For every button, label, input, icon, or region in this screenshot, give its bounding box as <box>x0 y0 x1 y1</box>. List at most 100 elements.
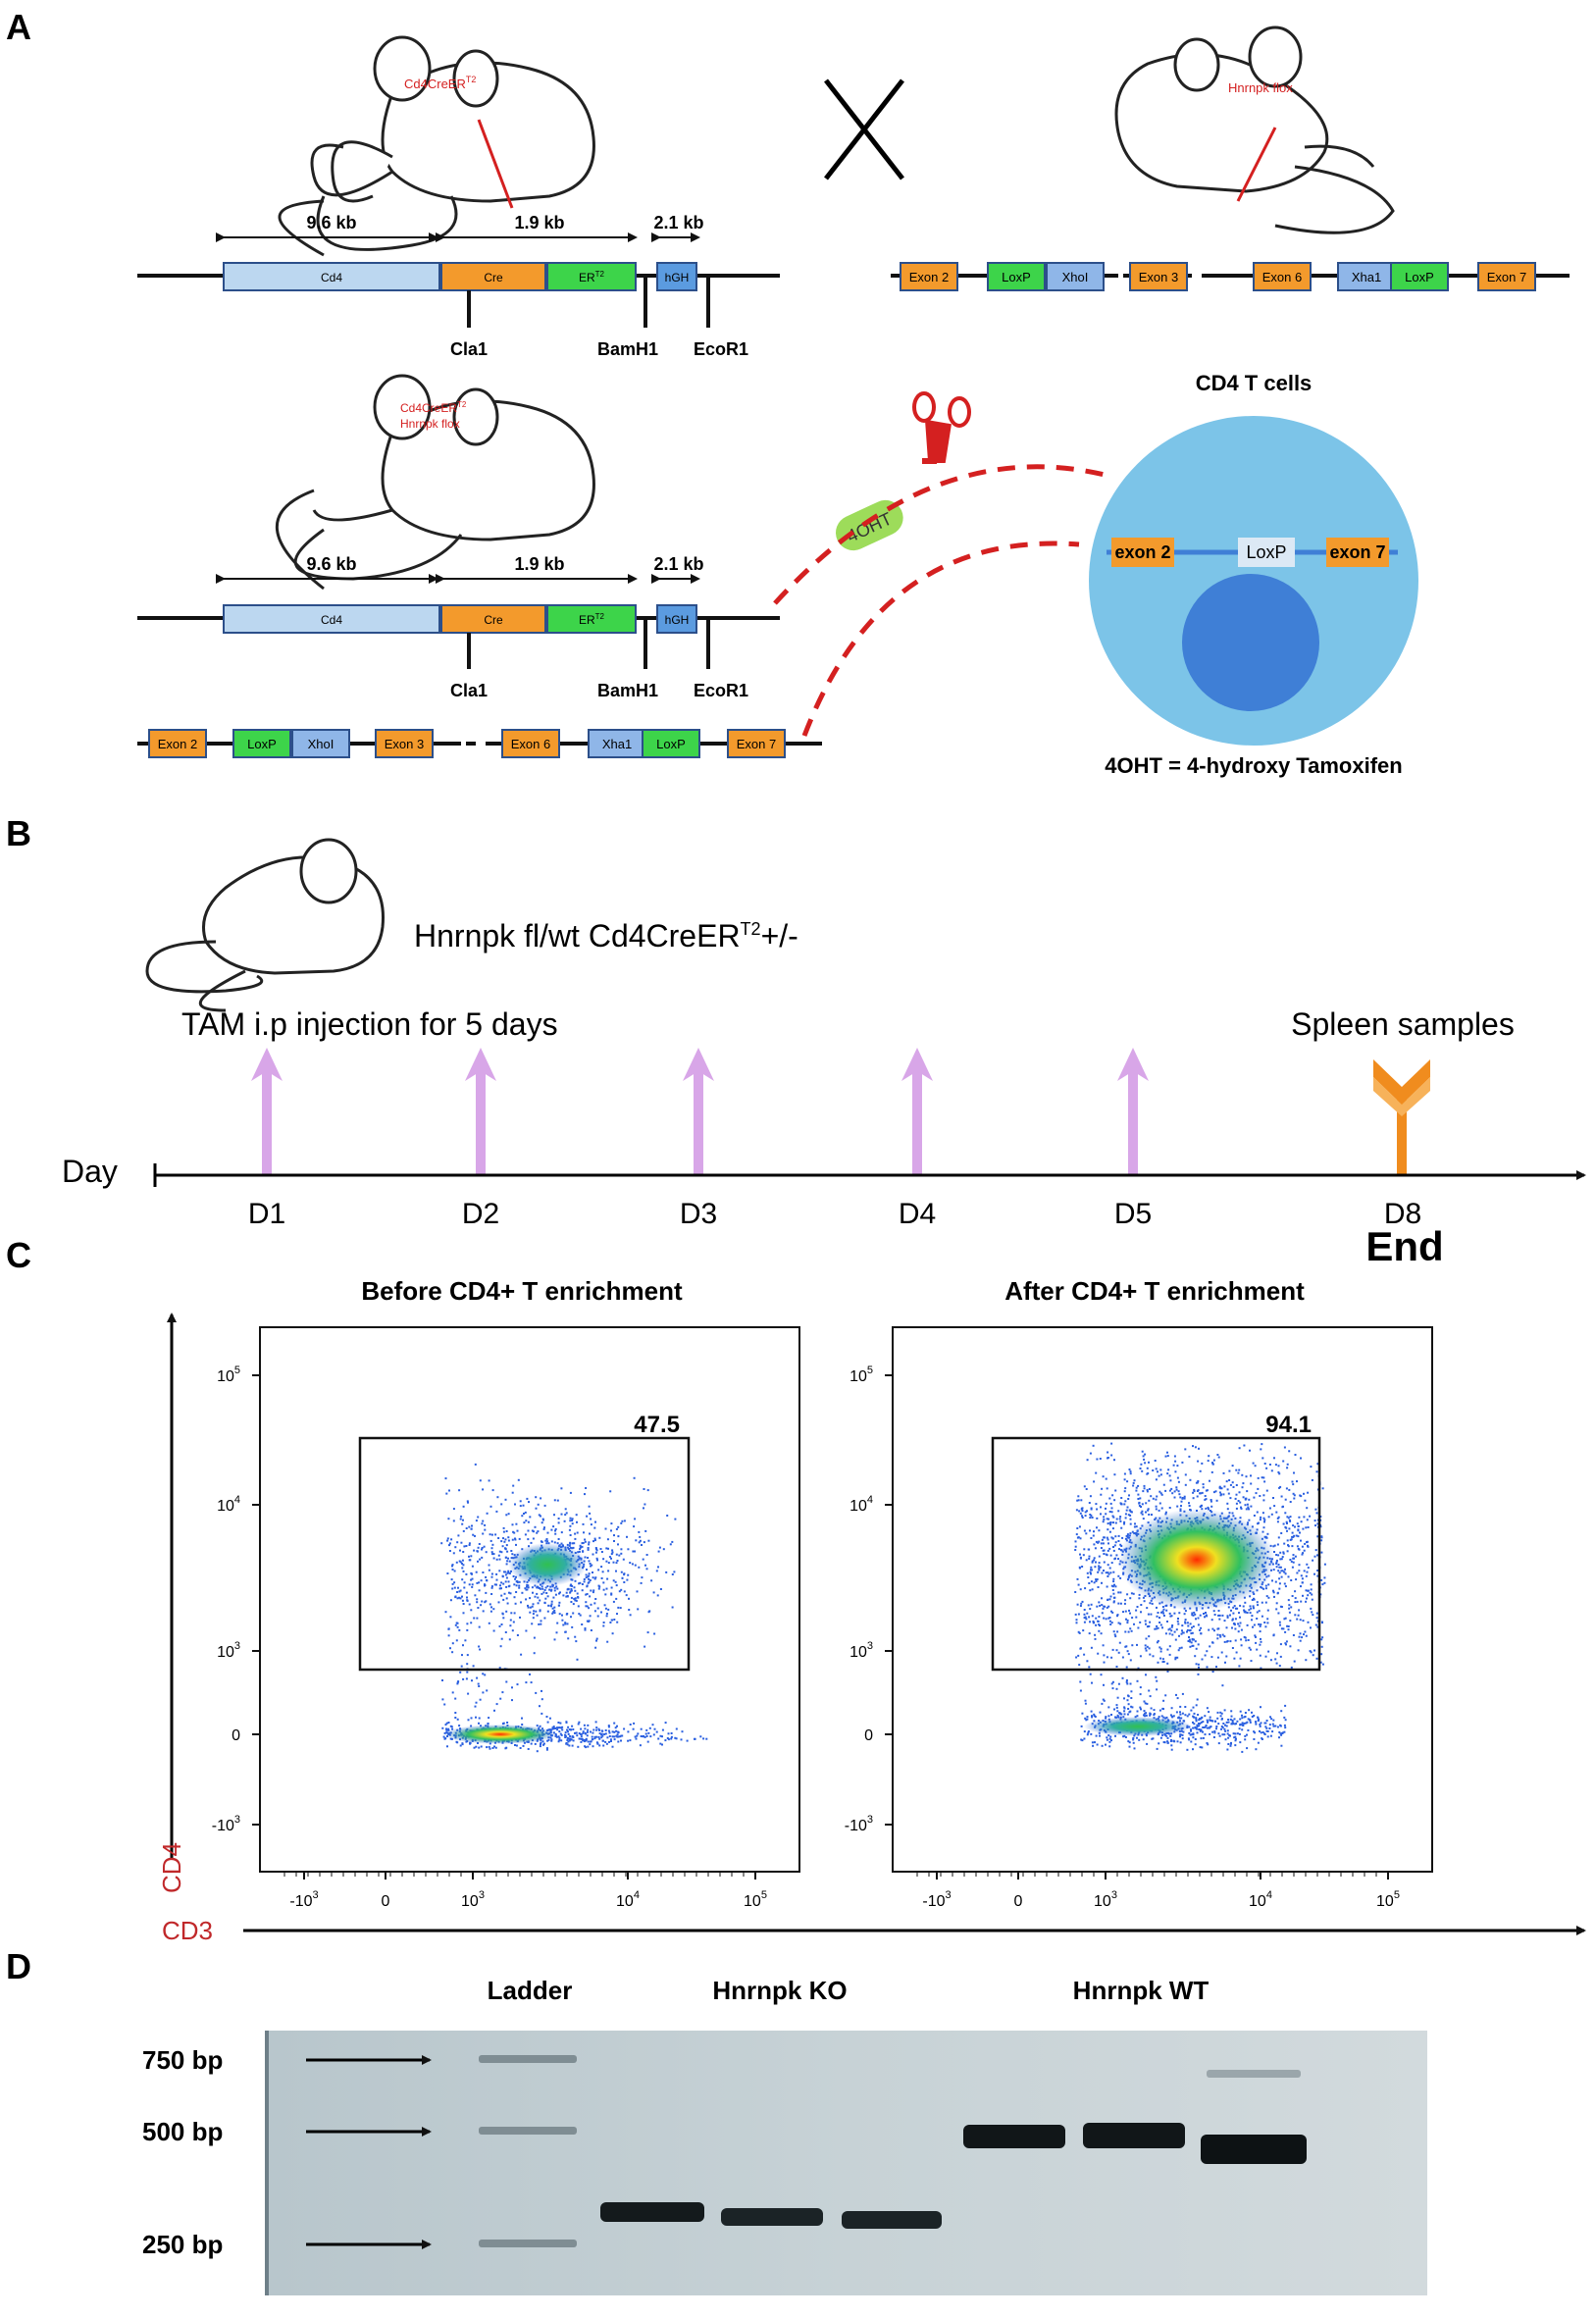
event-dot <box>1083 1529 1086 1532</box>
event-dot <box>1225 1725 1228 1727</box>
event-dot <box>1111 1494 1114 1497</box>
event-dot <box>1091 1741 1094 1744</box>
event-dot <box>1231 1626 1233 1629</box>
event-dot <box>1211 1462 1213 1465</box>
event-dot <box>1189 1733 1192 1736</box>
event-dot <box>542 1742 545 1745</box>
event-dot <box>550 1605 552 1608</box>
event-dot <box>1238 1468 1241 1471</box>
event-dot <box>1140 1463 1143 1466</box>
event-dot <box>1187 1624 1190 1627</box>
event-dot <box>1264 1587 1267 1590</box>
event-dot <box>1209 1732 1211 1735</box>
event-dot <box>616 1730 619 1733</box>
event-dot <box>465 1591 468 1594</box>
event-dot <box>1100 1674 1103 1676</box>
event-dot <box>1115 1706 1118 1709</box>
event-dot <box>1079 1553 1081 1556</box>
event-dot <box>1265 1720 1268 1722</box>
event-dot <box>1120 1526 1123 1529</box>
event-dot <box>557 1538 560 1540</box>
event-dot <box>1282 1552 1285 1555</box>
event-dot <box>1114 1541 1117 1544</box>
event-dot <box>1258 1623 1261 1625</box>
event-dot <box>1146 1702 1149 1705</box>
hgh-box-label-row2: hGH <box>665 613 690 627</box>
event-dot <box>1211 1671 1214 1674</box>
event-dot <box>1218 1485 1221 1488</box>
event-dot <box>615 1734 618 1737</box>
event-dot <box>1181 1497 1184 1499</box>
event-dot <box>1280 1627 1283 1630</box>
event-dot <box>598 1737 601 1740</box>
event-dot <box>479 1558 482 1561</box>
event-dot <box>1278 1621 1281 1623</box>
event-dot <box>1093 1480 1096 1483</box>
event-dot <box>1286 1463 1289 1466</box>
y-tick-label: 103 <box>217 1640 240 1661</box>
cross-icon <box>824 78 904 180</box>
event-dot <box>585 1737 588 1740</box>
event-dot <box>613 1738 616 1741</box>
event-dot <box>1261 1601 1263 1604</box>
event-dot <box>466 1654 469 1657</box>
event-dot <box>1110 1584 1113 1587</box>
event-dot <box>1105 1507 1107 1510</box>
event-dot <box>1300 1520 1303 1523</box>
event-dot <box>1079 1680 1082 1683</box>
event-dot <box>462 1603 465 1605</box>
event-dot <box>521 1724 524 1726</box>
event-dot <box>1243 1444 1246 1447</box>
event-dot <box>1156 1747 1158 1750</box>
day-label-D4: D4 <box>899 1198 936 1230</box>
event-dot <box>534 1595 537 1598</box>
event-dot <box>527 1606 530 1609</box>
event-dot <box>1299 1619 1302 1622</box>
event-dot <box>1260 1706 1261 1709</box>
event-dot <box>1120 1497 1123 1499</box>
event-dot <box>1254 1731 1257 1734</box>
event-dot <box>1151 1737 1154 1740</box>
event-dot <box>1167 1628 1170 1631</box>
day-label-D8: D8 <box>1384 1198 1421 1230</box>
event-dot <box>1089 1571 1092 1573</box>
event-dot <box>1301 1636 1304 1639</box>
event-dot <box>639 1539 642 1542</box>
event-dot <box>1112 1630 1115 1633</box>
event-dot <box>579 1581 582 1584</box>
event-dot <box>1294 1555 1297 1558</box>
scissors-icon <box>912 391 971 464</box>
event-dot <box>1292 1492 1295 1495</box>
flox-top-box-7 <box>1477 262 1536 291</box>
event-dot <box>1298 1609 1301 1612</box>
flox-bottom-box-3 <box>375 729 434 758</box>
event-dot <box>1246 1721 1249 1724</box>
event-dot <box>610 1740 612 1742</box>
event-dot <box>655 1570 658 1572</box>
event-dot <box>1226 1502 1229 1505</box>
event-dot <box>462 1505 465 1508</box>
event-dot <box>502 1582 505 1585</box>
event-dot <box>1180 1717 1183 1720</box>
event-dot <box>610 1586 613 1589</box>
event-dot <box>1320 1578 1323 1581</box>
event-dot <box>511 1523 514 1526</box>
event-dot <box>1291 1480 1294 1483</box>
event-dot <box>518 1584 521 1587</box>
event-dot <box>1108 1547 1111 1550</box>
event-dot <box>636 1590 639 1593</box>
event-dot <box>1114 1635 1117 1638</box>
event-dot <box>1114 1734 1116 1737</box>
event-dot <box>1310 1466 1313 1468</box>
event-dot <box>498 1558 501 1561</box>
event-dot <box>1200 1717 1203 1720</box>
event-dot <box>1275 1554 1278 1556</box>
x-tick-label: -103 <box>289 1889 318 1910</box>
event-dot <box>1253 1597 1255 1600</box>
event-dot <box>1289 1620 1292 1623</box>
event-dot <box>1298 1516 1301 1519</box>
event-dot <box>1084 1587 1087 1590</box>
event-dot <box>1148 1635 1151 1638</box>
event-dot <box>1230 1710 1233 1713</box>
